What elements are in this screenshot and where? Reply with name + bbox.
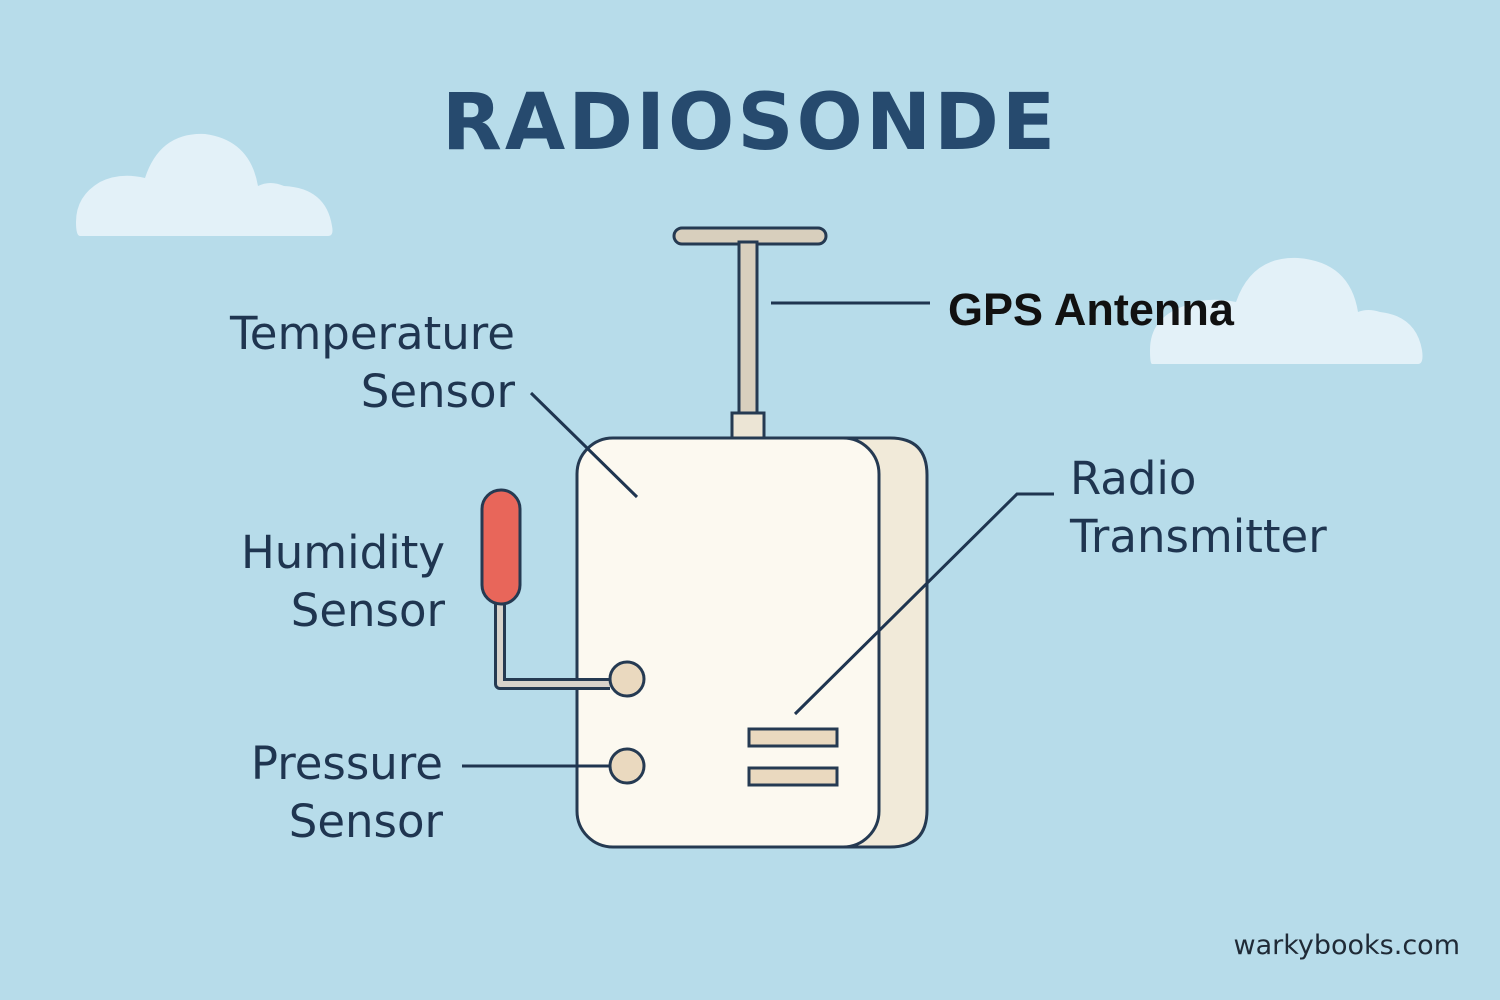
temperature-sensor-label-line1: Temperature	[229, 307, 515, 360]
footer-watermark: warkybooks.com	[1233, 930, 1460, 961]
pressure-sensor-label: Pressure Sensor	[251, 735, 443, 851]
cloud-left	[76, 133, 333, 236]
page-title: RADIOSONDE	[441, 78, 1059, 168]
humidity-port	[608, 660, 646, 698]
humidity-sensor-probe	[480, 488, 610, 690]
gps-antenna-shape	[672, 226, 828, 441]
radio-leader-line	[793, 492, 1054, 716]
radio-transmitter-label-line1: Radio	[1070, 452, 1197, 505]
cloud-right	[1150, 257, 1423, 364]
temperature-sensor-label: Temperature Sensor	[230, 305, 515, 421]
transmitter-slot-top	[747, 727, 839, 748]
pressure-sensor-label-line2: Sensor	[288, 795, 443, 848]
radio-transmitter-label: Radio Transmitter	[1070, 450, 1327, 566]
humidity-sensor-label-line1: Humidity	[240, 526, 445, 579]
humidity-sensor-label-line2: Sensor	[290, 584, 445, 637]
pressure-port	[608, 747, 646, 785]
transmitter-slot-bottom	[747, 766, 839, 787]
humidity-sensor-label: Humidity Sensor	[241, 524, 445, 640]
radio-transmitter-label-line2: Transmitter	[1070, 510, 1327, 563]
gps-antenna-label: GPS Antenna	[948, 284, 1234, 335]
pressure-sensor-label-line1: Pressure	[250, 737, 443, 790]
temperature-sensor-label-line2: Sensor	[360, 365, 515, 418]
temperature-leader-line	[529, 391, 639, 499]
